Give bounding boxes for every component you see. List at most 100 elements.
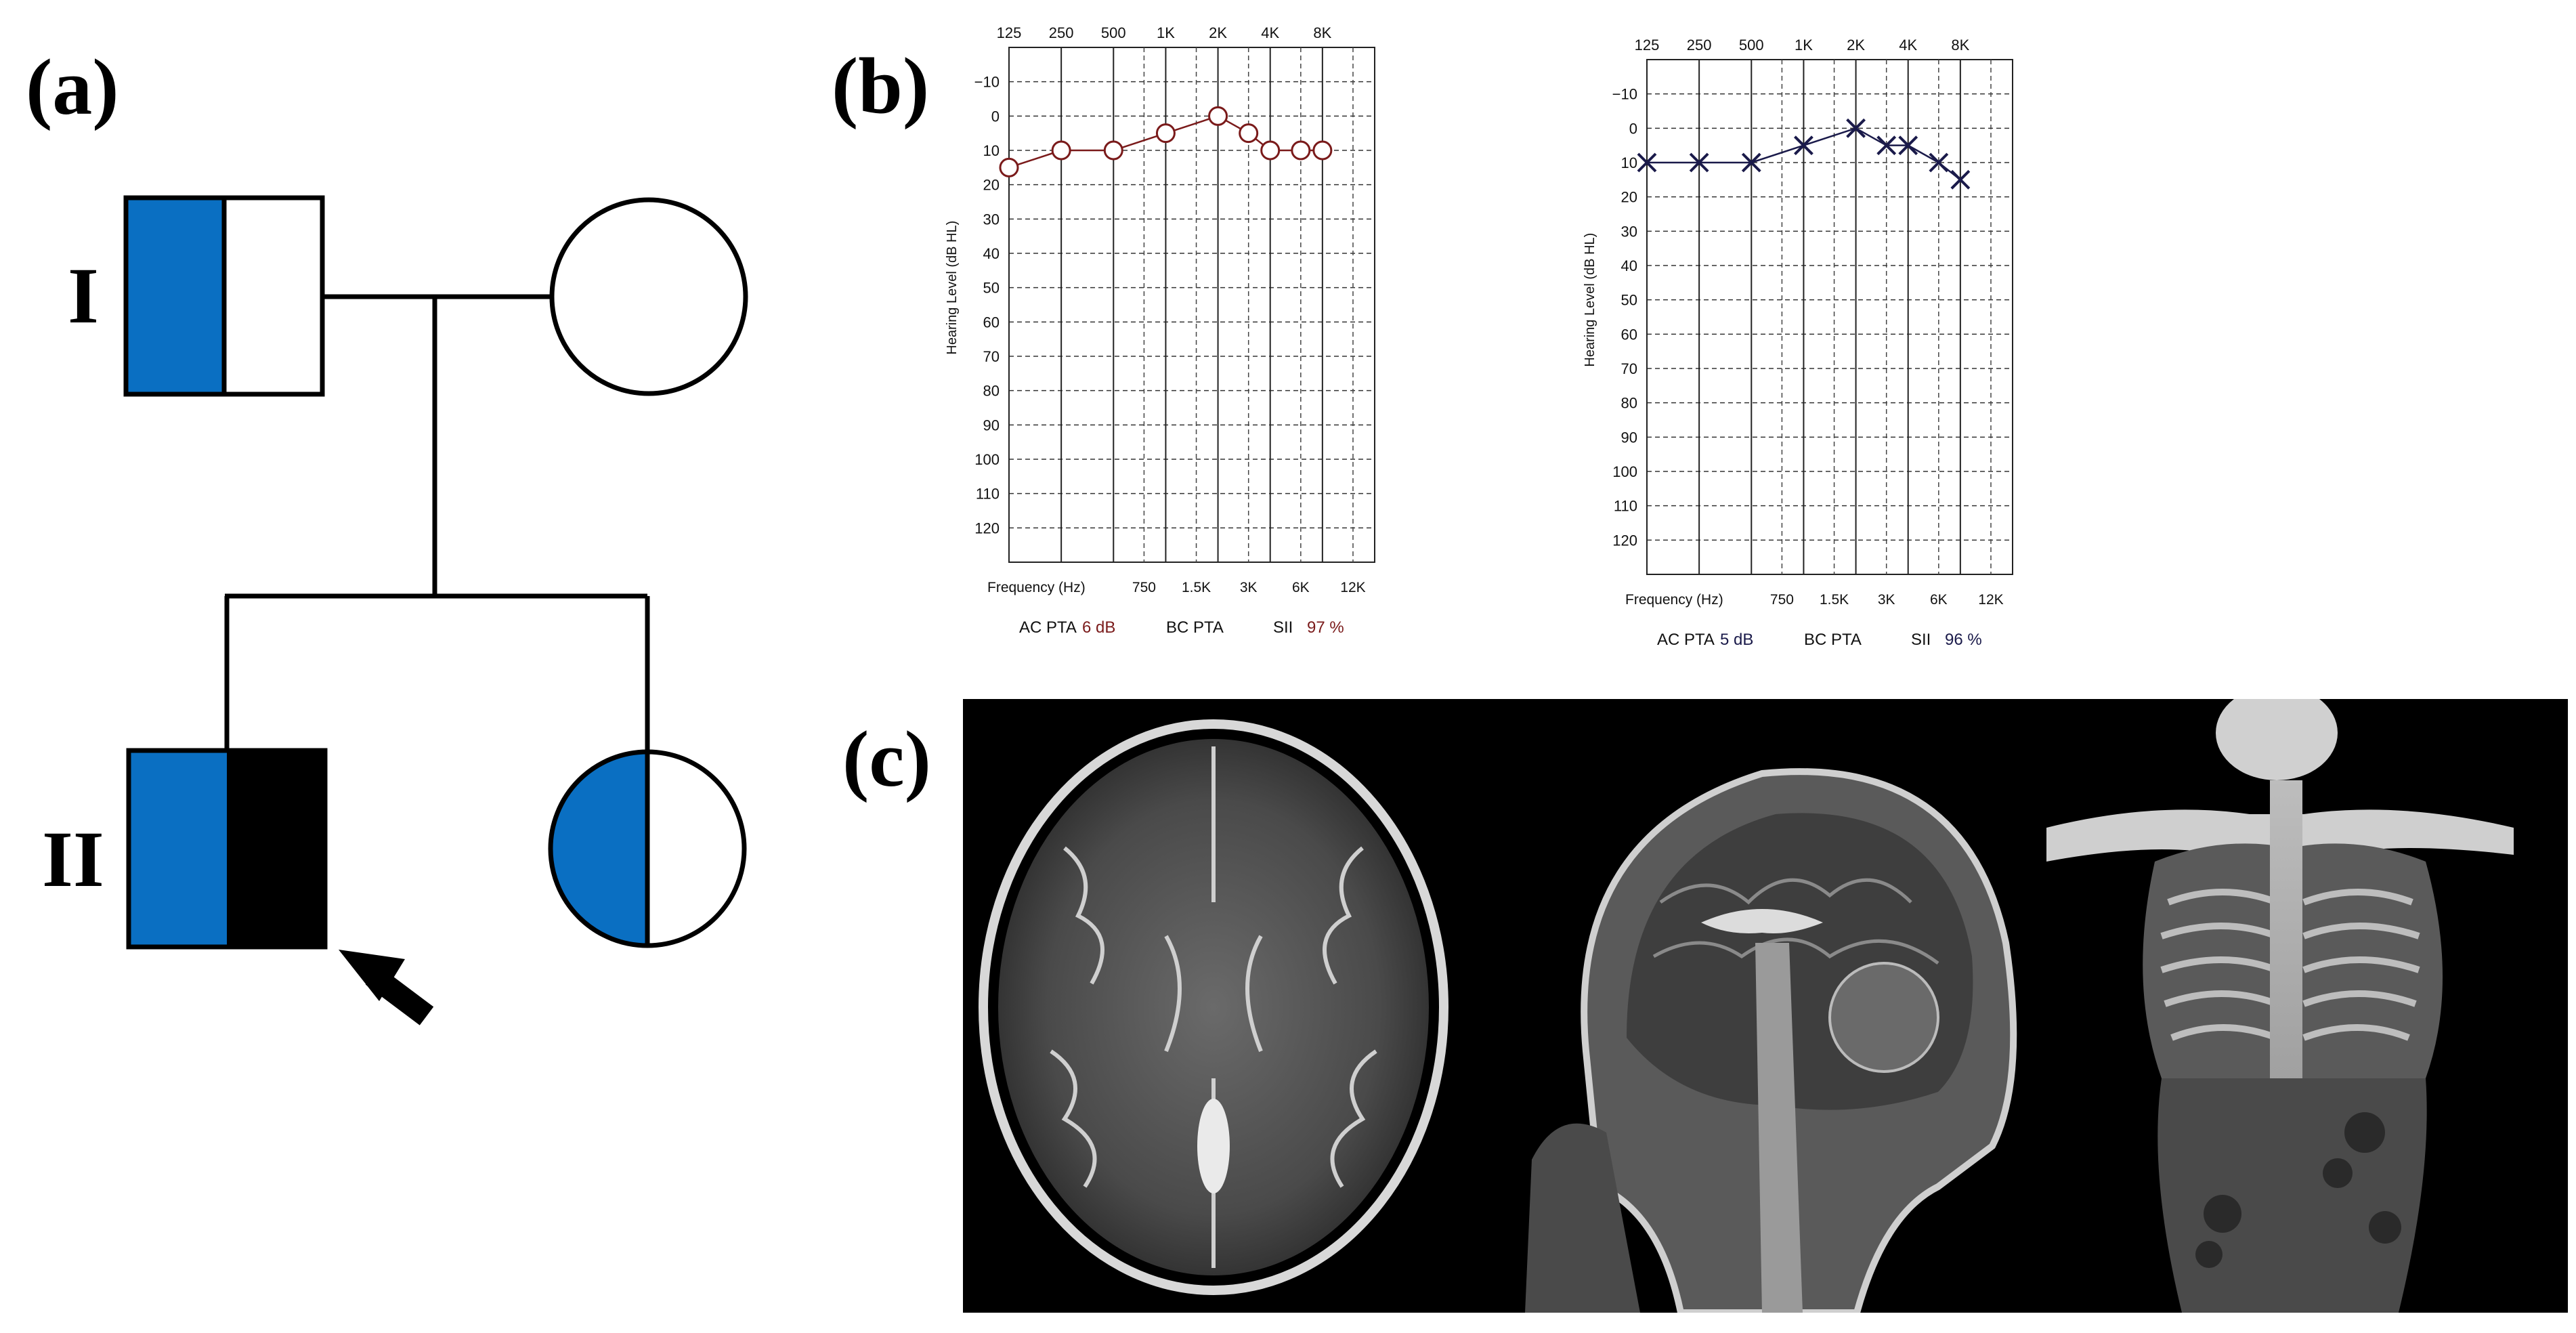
ac-pta-value: 6 dB	[1082, 618, 1115, 637]
y-tick-label: 40	[983, 245, 1000, 262]
freq-top-label: 2K	[1847, 37, 1865, 54]
y-tick-label: 110	[976, 486, 1000, 503]
y-tick-label: 0	[1629, 120, 1637, 137]
pedigree-sister	[548, 749, 747, 948]
y-tick-label: 60	[983, 314, 1000, 331]
y-tick-label: 110	[1614, 498, 1637, 515]
bc-pta-label: BC PTA	[1166, 618, 1224, 637]
ac-pta-label: AC PTA	[1657, 631, 1715, 649]
freq-top-label: 500	[1739, 37, 1764, 54]
panel-label-b: (b)	[832, 41, 930, 130]
audiogram-left-ear: 125 250 500 1K 2K 4K 8K −10 0 10 20 30 40 50 60 70 80 90 1…	[1583, 37, 2013, 649]
data-point-cross	[1689, 152, 1709, 173]
panel-label-a: (a)	[26, 43, 119, 131]
y-tick-label: 90	[983, 417, 1000, 433]
y-tick-label: 100	[1612, 463, 1637, 480]
data-point-circle	[1239, 123, 1259, 144]
data-point-circle	[1103, 140, 1123, 161]
pedigree-mother	[549, 197, 748, 396]
x-axis-label: Frequency (Hz)	[987, 580, 1086, 595]
bc-pta-label: BC PTA	[1804, 631, 1862, 649]
freq-bottom-label: 750	[1132, 580, 1156, 595]
y-tick-label: 120	[974, 520, 1000, 536]
axial-mri-image	[979, 719, 1448, 1295]
freq-top-label: 250	[1687, 37, 1712, 54]
data-point-circle	[1291, 140, 1311, 161]
audiogram-right-ear: 125 250 500 1K 2K 4K 8K −10 0 10 20 30 40 50 60 70 80 90 1…	[945, 24, 1375, 637]
freq-bottom-label: 1.5K	[1182, 580, 1211, 595]
y-tick-label: 60	[1621, 326, 1637, 343]
y-tick-label: 70	[983, 348, 1000, 365]
imaging-strip	[963, 699, 2568, 1313]
freq-top-label: 125	[1635, 37, 1660, 54]
y-tick-label: 50	[983, 280, 1000, 297]
freq-bottom-label: 750	[1770, 592, 1794, 608]
freq-bottom-label: 6K	[1930, 592, 1948, 608]
y-tick-label: 50	[1621, 292, 1637, 309]
freq-top-label: 1K	[1795, 37, 1813, 54]
panel-label-c: (c)	[842, 715, 931, 803]
data-point-circle	[999, 157, 1019, 177]
freq-top-label: 2K	[1209, 24, 1227, 41]
spine-xray-image	[2046, 699, 2514, 1313]
data-point-cross	[1637, 152, 1657, 173]
freq-bottom-label: 3K	[1878, 592, 1895, 608]
data-point-cross	[1950, 169, 1971, 190]
y-tick-label: 40	[1621, 257, 1637, 274]
freq-top-label: 8K	[1951, 37, 1969, 54]
y-tick-label: 70	[1621, 360, 1637, 377]
y-tick-label: 100	[974, 451, 1000, 468]
freq-top-label: 250	[1049, 24, 1074, 41]
freq-top-label: 500	[1101, 24, 1126, 41]
y-tick-label: 80	[983, 383, 1000, 400]
data-point-cross	[1898, 135, 1918, 156]
freq-bottom-label: 12K	[1978, 592, 2003, 608]
freq-bottom-label: 12K	[1340, 580, 1365, 595]
sii-value: 96 %	[1945, 631, 1982, 649]
data-point-circle	[1312, 140, 1333, 161]
y-tick-label: −10	[1612, 86, 1637, 103]
y-tick-label: 20	[1621, 189, 1637, 206]
y-axis-label: Hearing Level (dB HL)	[945, 221, 960, 355]
y-tick-label: 80	[1621, 395, 1637, 412]
y-tick-label: 10	[1621, 154, 1637, 171]
freq-top-label: 1K	[1157, 24, 1175, 41]
generation-label-ii: II	[42, 815, 104, 904]
freq-bottom-label: 3K	[1240, 580, 1258, 595]
data-point-cross	[1846, 118, 1866, 138]
y-tick-label: 20	[983, 177, 1000, 194]
y-tick-label: 0	[991, 108, 1000, 125]
ac-pta-value: 5 dB	[1720, 631, 1753, 649]
freq-bottom-label: 1.5K	[1820, 592, 1849, 608]
data-point-cross	[1794, 135, 1813, 156]
freq-top-label: 4K	[1899, 37, 1917, 54]
sii-value: 97 %	[1307, 618, 1344, 637]
data-point-cross	[1929, 152, 1949, 173]
sii-label: SII	[1911, 631, 1931, 649]
ac-pta-label: AC PTA	[1019, 618, 1077, 637]
pedigree-chart	[123, 195, 748, 1025]
y-tick-label: 120	[1612, 532, 1637, 549]
y-tick-label: 90	[1621, 429, 1637, 446]
data-point-circle	[1208, 106, 1228, 126]
proband-arrow-icon	[339, 950, 434, 1025]
data-point-cross	[1741, 152, 1761, 173]
freq-bottom-label: 6K	[1292, 580, 1310, 595]
data-point-circle	[1260, 140, 1281, 161]
generation-label-i: I	[68, 251, 99, 340]
y-tick-label: 30	[983, 211, 1000, 228]
freq-top-label: 8K	[1313, 24, 1331, 41]
x-axis-label: Frequency (Hz)	[1625, 592, 1723, 608]
y-tick-label: −10	[974, 74, 1000, 91]
y-tick-label: 30	[1621, 223, 1637, 240]
data-point-circle	[1155, 123, 1176, 144]
data-point-cross	[1876, 135, 1897, 156]
freq-top-label: 125	[997, 24, 1022, 41]
sii-label: SII	[1273, 618, 1293, 637]
y-tick-label: 10	[983, 142, 1000, 159]
sagittal-mri-image	[1525, 768, 2017, 1313]
data-point-circle	[1051, 140, 1071, 161]
pedigree-father	[123, 195, 325, 397]
freq-top-label: 4K	[1261, 24, 1279, 41]
y-axis-label: Hearing Level (dB HL)	[1583, 233, 1597, 367]
